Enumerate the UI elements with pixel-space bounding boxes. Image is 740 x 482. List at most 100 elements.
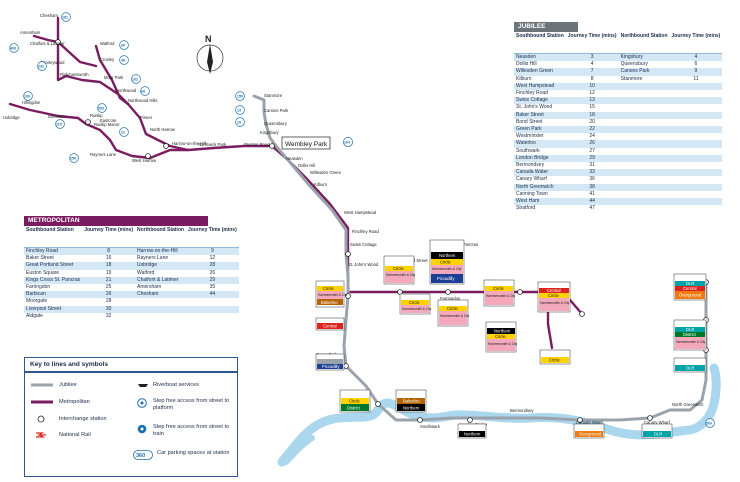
svg-text:Canons Park: Canons Park (264, 108, 289, 113)
step-free-train-icon (137, 424, 147, 434)
svg-text:Hammersmith & City: Hammersmith & City (676, 340, 706, 344)
northbound-station-cell (135, 298, 186, 306)
northbound-time-cell: 9 (669, 68, 723, 76)
northbound-station-cell (618, 147, 670, 155)
box-moorgate: Northern Circle Hammersmith & City (485, 321, 518, 353)
svg-text:Circle: Circle (548, 293, 559, 298)
svg-text:360: 360 (136, 453, 145, 459)
svg-text:553: 553 (98, 107, 104, 111)
northbound-station-cell (618, 176, 670, 184)
svg-text:Ickenham: Ickenham (48, 114, 67, 119)
svg-text:Circle: Circle (440, 260, 451, 265)
southbound-station-cell: Neasden (514, 53, 566, 62)
southbound-station-cell: Green Park (514, 126, 566, 134)
river-thames-upper (283, 435, 315, 465)
svg-text:Circle: Circle (447, 306, 458, 311)
svg-text:District: District (683, 332, 697, 337)
northbound-station-cell (618, 111, 670, 119)
svg-text:68: 68 (141, 90, 145, 94)
svg-text:500: 500 (706, 422, 712, 426)
northbound-station-cell: Amersham (135, 284, 186, 292)
svg-text:Rayners Lane: Rayners Lane (90, 152, 117, 157)
svg-text:Ruislip Manor: Ruislip Manor (94, 122, 120, 127)
svg-text:Circle: Circle (323, 286, 334, 291)
svg-text:DLR: DLR (686, 327, 694, 332)
svg-text:Chorleywood: Chorleywood (40, 60, 65, 65)
svg-text:Dollis Hill: Dollis Hill (298, 163, 315, 168)
svg-text:Swiss Cottage: Swiss Cottage (350, 242, 377, 247)
svg-text:Northwood: Northwood (116, 88, 137, 93)
northbound-time-cell: 9 (185, 247, 239, 256)
southbound-time-cell: 16 (82, 255, 135, 263)
svg-text:Finchley Road: Finchley Road (352, 229, 379, 234)
southbound-time-cell: 47 (565, 205, 619, 213)
metropolitan-table-title: METROPOLITAN (24, 216, 208, 226)
northbound-time-cell (185, 305, 239, 313)
box-baker-street: Circle Hammersmith & City Bakerloo (315, 280, 348, 308)
southbound-time-cell: 41 (565, 190, 619, 199)
northbound-time-cell (669, 205, 723, 213)
svg-text:DLR: DLR (654, 432, 662, 437)
svg-text:Overground: Overground (579, 432, 602, 437)
box-aldgate: Circle (539, 349, 571, 365)
riverboat-icon (138, 384, 148, 387)
svg-text:Moor Park: Moor Park (104, 75, 124, 80)
southbound-station-cell: Canning Town (514, 190, 566, 199)
southbound-time-cell: 29 (565, 154, 619, 163)
southbound-time-cell: 15 (565, 104, 619, 112)
northbound-time-cell (185, 312, 239, 321)
col-northbound-station: Northbound Station (618, 33, 670, 54)
svg-text:DLR: DLR (686, 366, 694, 371)
northbound-time-cell (669, 82, 723, 91)
southbound-time-cell: 22 (565, 126, 619, 134)
southbound-time-cell: 8 (565, 75, 619, 83)
northbound-time-cell (669, 198, 723, 206)
svg-text:Northwood Hills: Northwood Hills (128, 98, 157, 103)
southbound-station-cell: Willesden Green (514, 68, 566, 76)
svg-text:DLR: DLR (686, 281, 694, 286)
svg-text:Hammersmith & City: Hammersmith & City (402, 307, 432, 311)
svg-text:North Greenwich: North Greenwich (672, 402, 704, 407)
box-farringdon: Circle Hammersmith & City (437, 299, 470, 327)
northbound-station-cell (618, 82, 670, 91)
key-interchange-label: Interchange station (59, 416, 107, 422)
box-kings-cross: Northern Circle Hammersmith & City Picca… (429, 239, 465, 285)
northbound-time-cell (669, 126, 723, 134)
wembley-park-label: Wembley Park (285, 141, 328, 148)
box-green-park: Piccadilly (315, 353, 345, 371)
southbound-station-cell: Finchley Road (24, 247, 83, 256)
box-westminster: Circle District (339, 389, 371, 413)
map-key: Key to lines and symbols Jubilee Metropo… (24, 357, 238, 477)
southbound-time-cell: 27 (565, 147, 619, 155)
northbound-station-cell: Stanmore (618, 75, 670, 83)
box-west-ham: DLR District Hammersmith & City (673, 319, 707, 351)
southbound-time-cell: 18 (82, 262, 135, 270)
col-journey-time-south: Journey Time (mins) (82, 227, 135, 248)
northbound-station-cell: Kingsbury (618, 53, 670, 62)
northbound-time-cell (669, 140, 723, 148)
southbound-time-cell: 21 (82, 276, 135, 285)
northbound-time-cell: 26 (185, 269, 239, 277)
northbound-time-cell: 6 (669, 61, 723, 69)
northbound-time-cell (669, 104, 723, 112)
box-barbican: Circle Hammersmith & City (483, 279, 516, 307)
southbound-station-cell: Aldgate (24, 312, 83, 321)
svg-text:Canary Wharf: Canary Wharf (644, 420, 671, 425)
northbound-station-cell (618, 169, 670, 177)
southbound-station-cell: Southwark (514, 147, 566, 155)
svg-text:Circle: Circle (493, 286, 504, 291)
svg-text:Circle: Circle (349, 399, 360, 404)
